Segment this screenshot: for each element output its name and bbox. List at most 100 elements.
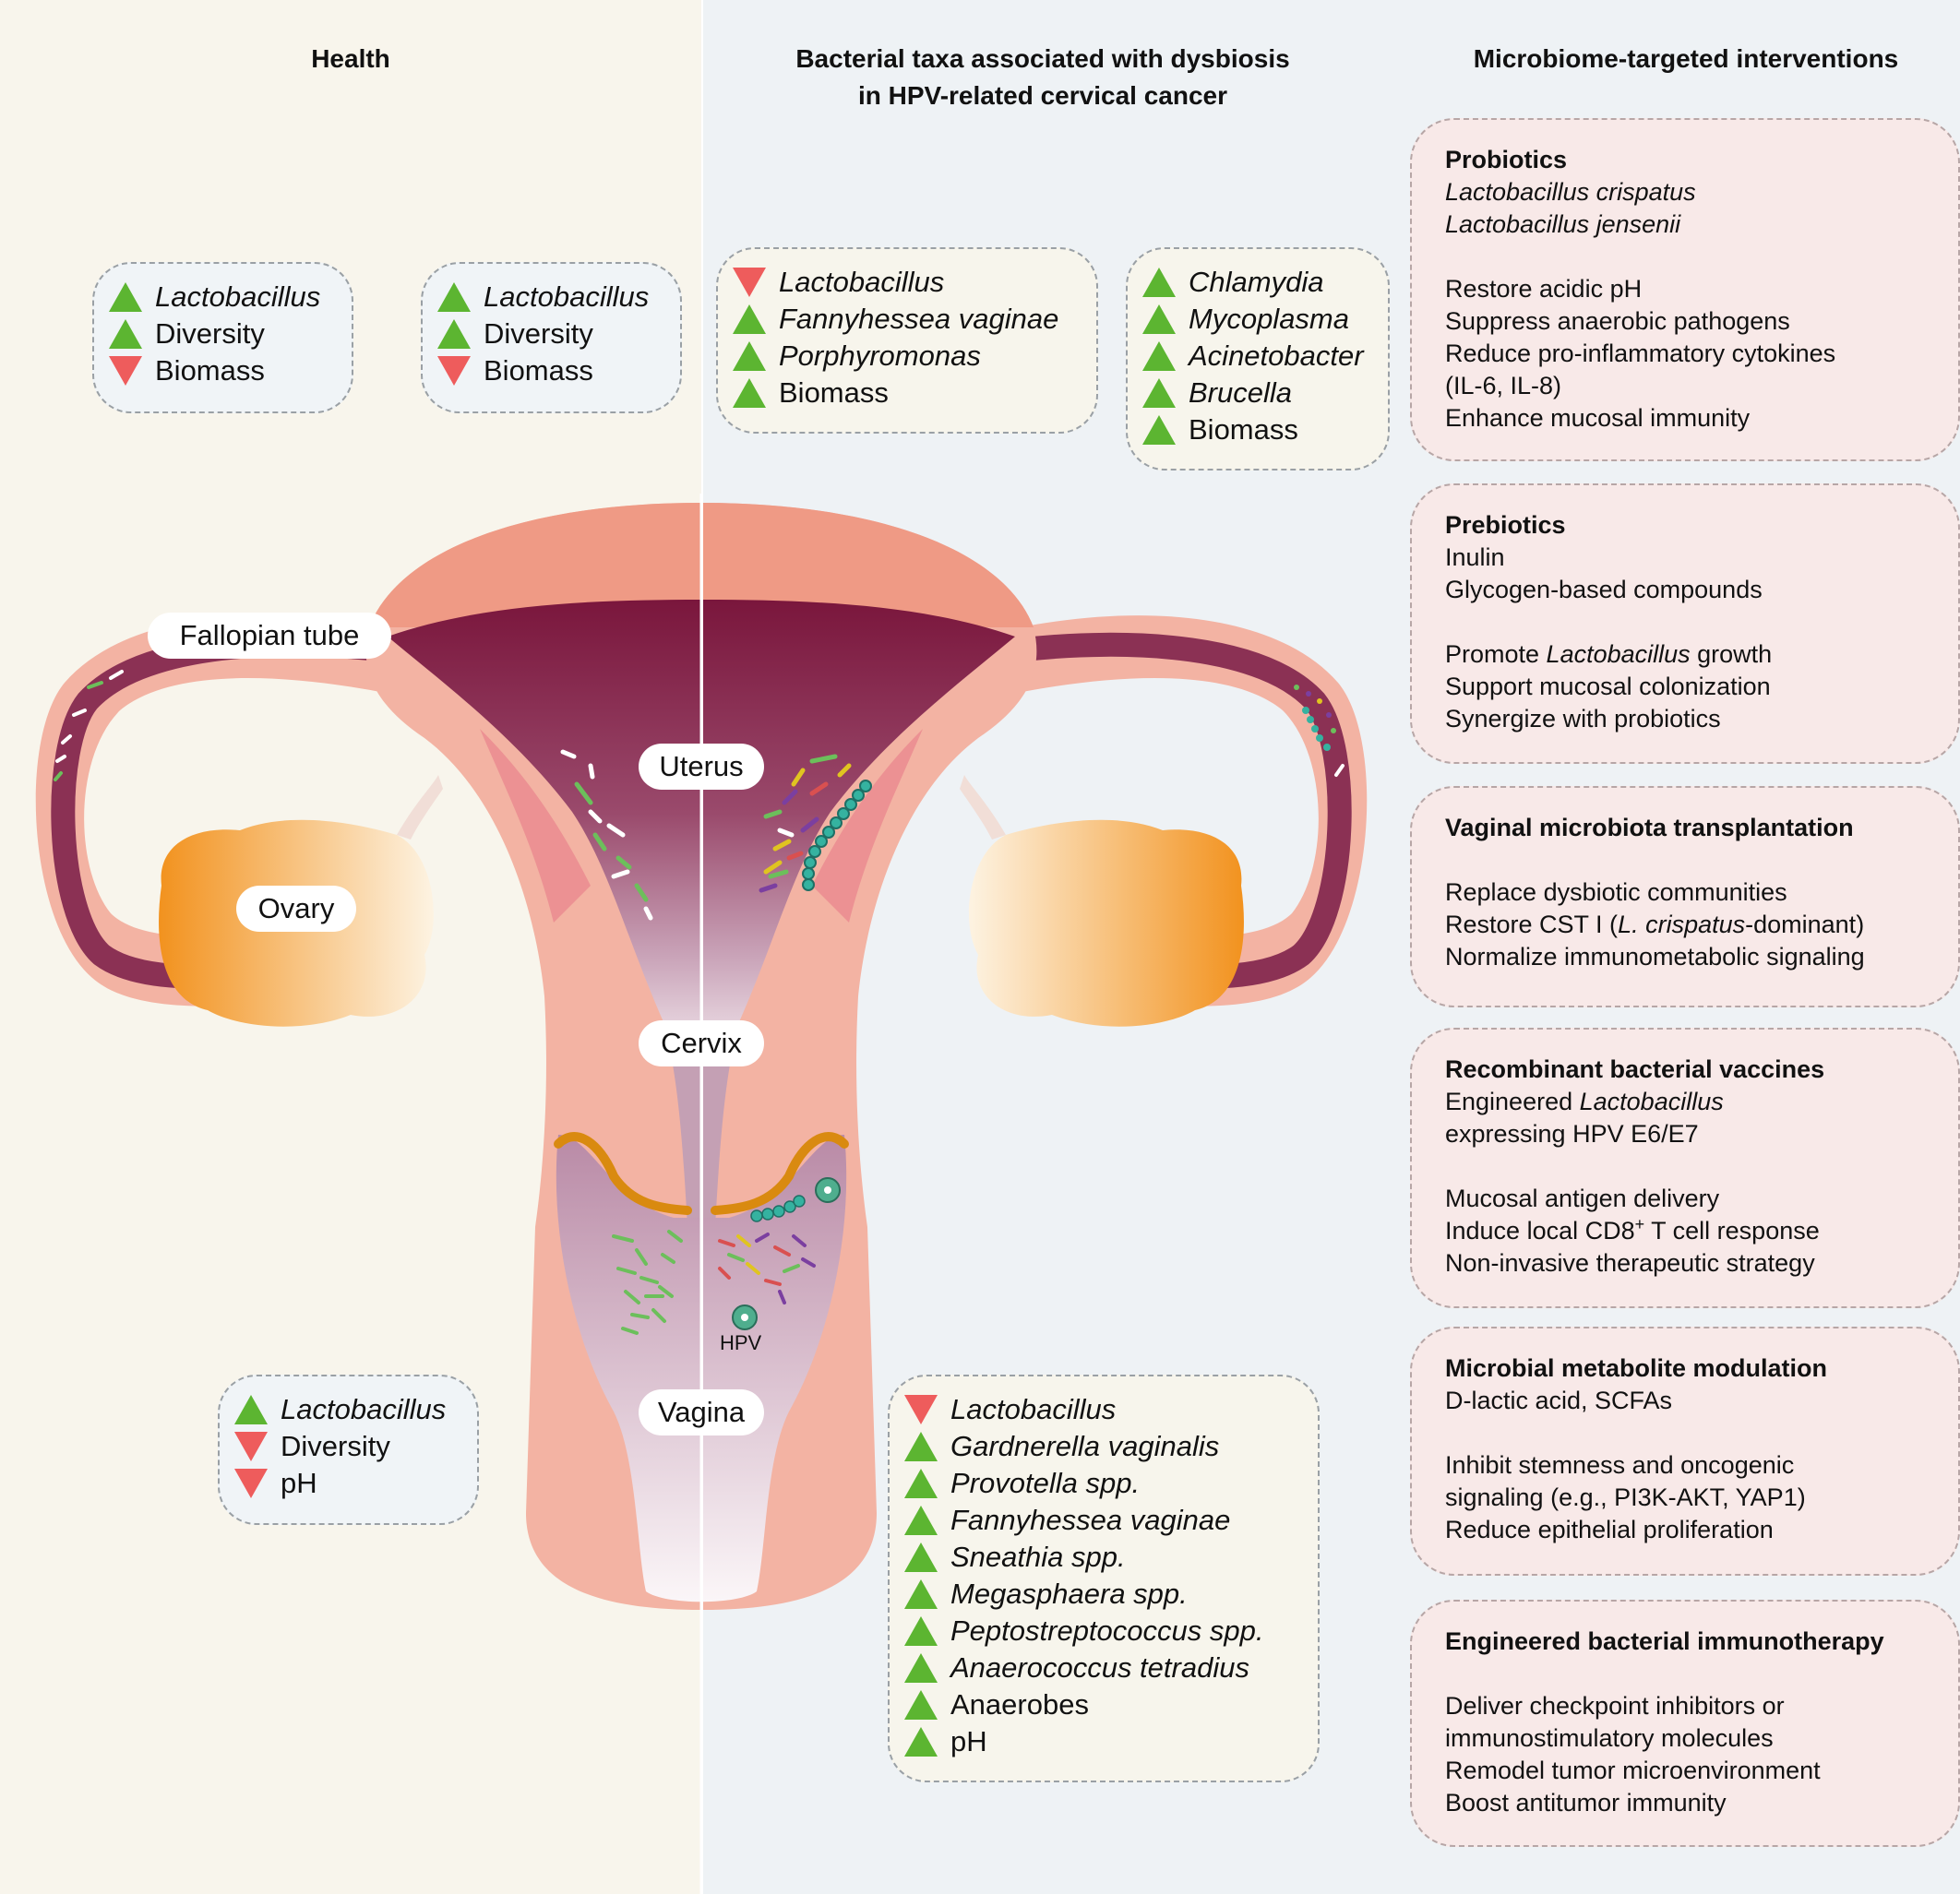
- intervention-title: Recombinant bacterial vaccines: [1445, 1055, 1825, 1083]
- decrease-arrow-icon: [109, 356, 142, 386]
- taxon-label: Fannyhessea vaginae: [779, 303, 1059, 335]
- increase-arrow-icon: [904, 1543, 938, 1572]
- intervention-line: Synergize with probiotics: [1445, 703, 1945, 735]
- intervention-text: immunostimulatory molecules: [1445, 1724, 1774, 1752]
- intervention-line: Engineered Lactobacillus: [1445, 1086, 1945, 1118]
- dysbiotic-bacteria-uterus: [759, 754, 852, 893]
- intervention-line: signaling (e.g., PI3K-AKT, YAP1): [1445, 1482, 1945, 1514]
- intervention-text: -dominant): [1745, 911, 1865, 938]
- intervention-text: Lactobacillus: [1546, 640, 1691, 668]
- intervention-text: Inhibit stemness and oncogenic: [1445, 1451, 1795, 1479]
- taxon-row: Lactobacillus: [107, 279, 335, 316]
- decrease-arrow-icon: [437, 356, 471, 386]
- taxon-label: Gardnerella vaginalis: [950, 1430, 1220, 1462]
- intervention-text: signaling (e.g., PI3K-AKT, YAP1): [1445, 1483, 1806, 1511]
- intervention-text: Enhance mucosal immunity: [1445, 404, 1751, 432]
- intervention-text: Lactobacillus crispatus: [1445, 178, 1696, 206]
- dysbiosis-header-line2: in HPV-related cervical cancer: [858, 81, 1227, 110]
- decrease-arrow-icon: [234, 1469, 268, 1498]
- intervention-line: Restore CST I (L. crispatus-dominant): [1445, 909, 1945, 941]
- taxon-row: Megasphaera spp.: [902, 1576, 1301, 1613]
- spacer: [1445, 844, 1945, 876]
- decrease-arrow-icon: [904, 1395, 938, 1424]
- taxon-row: Fannyhessea vaginae: [902, 1502, 1301, 1539]
- intervention-text: Glycogen-based compounds: [1445, 576, 1763, 603]
- health-header: Health: [311, 44, 390, 73]
- increase-arrow-icon: [904, 1506, 938, 1535]
- increase-arrow-icon: [904, 1653, 938, 1683]
- interventions-header: Microbiome-targeted interventions: [1473, 44, 1899, 73]
- taxon-row: Fannyhessea vaginae: [731, 301, 1080, 338]
- intervention-text: Boost antitumor immunity: [1445, 1789, 1727, 1817]
- taxon-row: Biomass: [107, 352, 335, 389]
- taxon-row: Chlamydia: [1141, 264, 1371, 301]
- cervix-label: Cervix: [639, 1020, 764, 1066]
- spacer: [1445, 606, 1945, 638]
- intervention-line: Mucosal antigen delivery: [1445, 1183, 1945, 1215]
- intervention-text: Restore CST I (: [1445, 911, 1619, 938]
- taxon-label: Biomass: [779, 376, 889, 409]
- decrease-arrow-icon: [733, 268, 766, 297]
- uterus-label: Uterus: [639, 744, 764, 790]
- dysbiosis-header: Bacterial taxa associated with dysbiosis…: [720, 41, 1366, 114]
- increase-arrow-icon: [904, 1727, 938, 1757]
- intervention-line: D-lactic acid, SCFAs: [1445, 1385, 1945, 1417]
- intervention-line: Replace dysbiotic communities: [1445, 876, 1945, 909]
- taxon-label: Porphyromonas: [779, 339, 981, 372]
- healthy-bacteria-vagina: [612, 1230, 683, 1335]
- taxon-label: Lactobacillus: [950, 1393, 1117, 1425]
- increase-arrow-icon: [109, 282, 142, 312]
- intervention-line: Boost antitumor immunity: [1445, 1787, 1945, 1819]
- intervention-text: L. crispatus: [1618, 911, 1746, 938]
- taxon-label: Peptostreptococcus spp.: [950, 1614, 1264, 1647]
- coccus-chain-uterus: [802, 780, 872, 891]
- taxon-row: Lactobacillus: [731, 264, 1080, 301]
- taxon-label: Biomass: [155, 354, 265, 387]
- taxon-row: Anaerococcus tetradius: [902, 1650, 1301, 1686]
- intervention-line: (IL-6, IL-8): [1445, 370, 1945, 402]
- taxon-row: pH: [902, 1723, 1301, 1760]
- taxon-label: Diversity: [281, 1430, 390, 1462]
- taxon-label: Biomass: [484, 354, 593, 387]
- increase-arrow-icon: [1142, 304, 1176, 334]
- taxon-row: Peptostreptococcus spp.: [902, 1613, 1301, 1650]
- intervention-line: Reduce pro-inflammatory cytokines: [1445, 338, 1945, 370]
- intervention-text: D-lactic acid, SCFAs: [1445, 1387, 1673, 1414]
- intervention-line: Support mucosal colonization: [1445, 671, 1945, 703]
- intervention-line: Remodel tumor microenvironment: [1445, 1755, 1945, 1787]
- dysbiosis-header-line1: Bacterial taxa associated with dysbiosis: [795, 44, 1290, 73]
- taxon-label: pH: [281, 1467, 317, 1499]
- increase-arrow-icon: [904, 1469, 938, 1498]
- intervention-line: Suppress anaerobic pathogens: [1445, 305, 1945, 338]
- intervention-text: Restore acidic pH: [1445, 275, 1643, 303]
- taxon-label: Biomass: [1189, 413, 1298, 446]
- taxon-label: Anaerobes: [950, 1688, 1089, 1721]
- taxon-row: Gardnerella vaginalis: [902, 1428, 1301, 1465]
- increase-arrow-icon: [437, 282, 471, 312]
- fallopian-tube-label: Fallopian tube: [148, 613, 391, 659]
- increase-arrow-icon: [904, 1616, 938, 1646]
- intervention-line: Enhance mucosal immunity: [1445, 402, 1945, 435]
- intervention-title: Vaginal microbiota transplantation: [1445, 814, 1854, 841]
- intervention-line: Inulin: [1445, 542, 1945, 574]
- taxon-label: Provotella spp.: [950, 1467, 1141, 1499]
- taxon-label: Lactobacillus: [779, 266, 945, 298]
- taxon-row: Mycoplasma: [1141, 301, 1371, 338]
- taxon-label: Lactobacillus: [155, 280, 321, 313]
- increase-arrow-icon: [109, 319, 142, 349]
- dysbiotic-bacteria-vagina: [718, 1233, 816, 1304]
- intervention-text: Non-invasive therapeutic strategy: [1445, 1249, 1815, 1277]
- taxon-row: Diversity: [436, 316, 663, 352]
- intervention-text: growth: [1690, 640, 1773, 668]
- increase-arrow-icon: [234, 1395, 268, 1424]
- taxon-row: Biomass: [436, 352, 663, 389]
- taxon-row: Biomass: [1141, 411, 1371, 448]
- taxon-label: Diversity: [155, 317, 265, 350]
